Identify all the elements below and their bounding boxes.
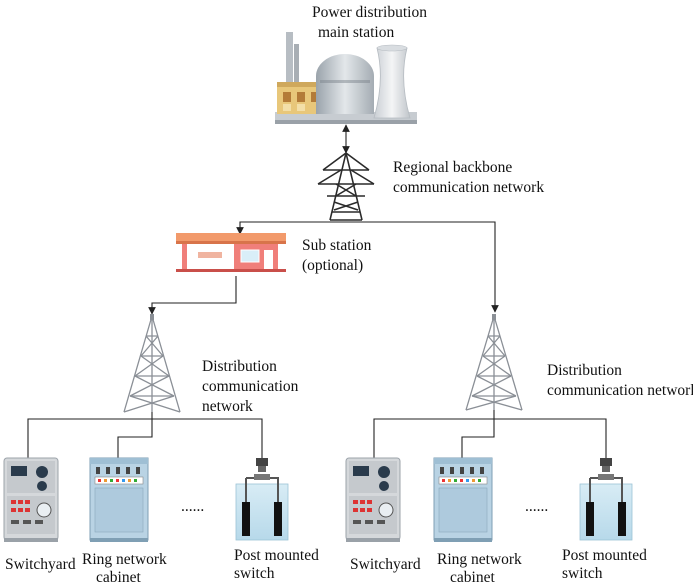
left-ring-cabinet-icon (89, 457, 149, 542)
substation-to-left-network-link (148, 276, 237, 315)
left-bus-link (27, 412, 263, 458)
main-station-label: Power distribution main station (312, 4, 431, 41)
right-ellipsis: ...... (525, 498, 548, 515)
left-distribution-label: Distribution communication network (202, 358, 302, 415)
left-antenna-icon (123, 314, 181, 413)
left-post-switch-icon (235, 458, 289, 541)
left-post-switch-label: Post mounted switch (234, 547, 323, 582)
right-distribution-label: Distribution communication network (547, 362, 693, 399)
right-post-switch-label: Post mounted switch (562, 547, 651, 582)
backbone-label: Regional backbone communication network (393, 159, 544, 196)
transmission-tower-icon (317, 152, 375, 221)
sub-station-label: Sub station (optional) (302, 237, 375, 274)
left-ellipsis: ...... (181, 498, 204, 515)
right-antenna-icon (465, 314, 523, 411)
right-post-switch-icon (579, 458, 633, 541)
left-switchyard-icon (3, 457, 59, 542)
right-switchyard-icon (345, 457, 401, 542)
backbone-to-substation-link (236, 221, 346, 235)
left-switchyard-label: Switchyard (5, 556, 76, 573)
sub-station-icon (176, 233, 286, 272)
right-ring-cabinet-label: Ring network cabinet (437, 551, 526, 586)
left-ring-cabinet-label: Ring network cabinet (82, 551, 171, 586)
right-bus-link (373, 410, 607, 458)
right-ring-cabinet-icon (433, 457, 493, 542)
right-switchyard-label: Switchyard (350, 556, 421, 573)
main-station-icon (275, 32, 417, 124)
backbone-to-right-network-link (346, 221, 499, 313)
